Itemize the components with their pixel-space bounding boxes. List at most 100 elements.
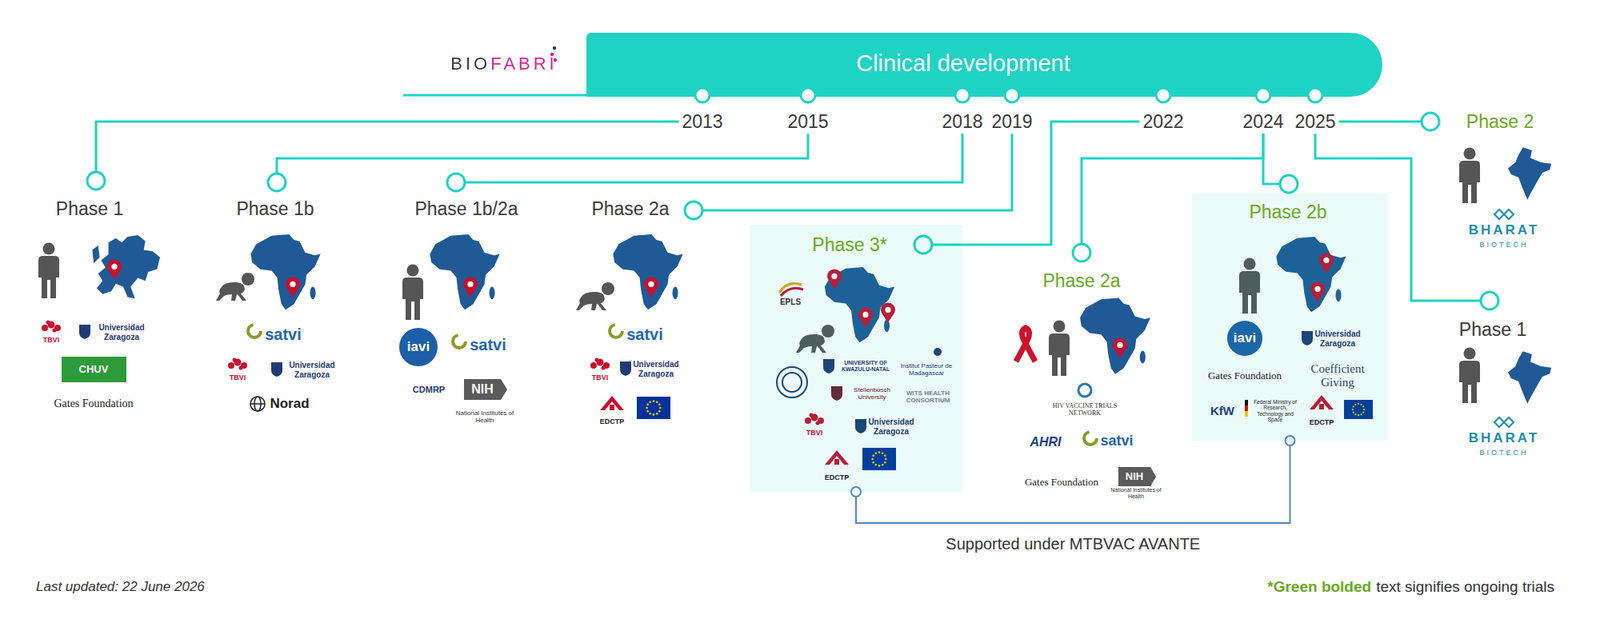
node-heading: Phase 3* xyxy=(812,234,887,256)
node-text: TBVI xyxy=(592,373,609,382)
phase-group: Phase 2BHARATBIOTECH xyxy=(1440,102,1591,256)
person-icon xyxy=(1459,148,1480,204)
node-text: WITS HEALTH CONSORTIUM xyxy=(902,389,954,404)
timeline-ring xyxy=(1256,88,1271,103)
person-icon xyxy=(1048,320,1070,377)
update-note: Last updated: 22 June 2026 xyxy=(36,579,205,596)
node-text: satvi xyxy=(1100,432,1133,450)
tbvi-logo xyxy=(228,358,248,371)
satvi-swoosh xyxy=(1084,432,1097,445)
location-pin xyxy=(644,276,659,297)
node-text: TBVI xyxy=(43,336,60,344)
timeline-ring xyxy=(695,88,710,103)
node-heading: Phase 1b xyxy=(236,198,314,220)
node-text: Universidad Zaragoza xyxy=(631,360,681,379)
timeline-connector xyxy=(96,121,679,191)
year-marker: 2018 xyxy=(938,109,986,134)
map xyxy=(612,234,683,310)
infant-icon xyxy=(216,272,835,353)
node-text: Universidad Zaragoza xyxy=(866,417,916,436)
connector-ring xyxy=(1421,112,1440,131)
year-marker: 2019 xyxy=(988,109,1036,134)
connector-ring xyxy=(1480,292,1499,310)
node-text: AHRI xyxy=(1029,435,1061,450)
location-pin xyxy=(107,252,1334,358)
node-text: NIH xyxy=(471,382,494,397)
node-text: iavi xyxy=(1233,330,1256,347)
bharat-symbol xyxy=(1494,417,1504,428)
phase-group: Phase 1BHARATBIOTECH xyxy=(1444,310,1591,463)
node-text: Federal Ministry of Research, Technology… xyxy=(1253,399,1297,424)
chuv-logo xyxy=(61,356,127,383)
timeline-ring xyxy=(955,88,970,103)
timeline-ring xyxy=(1156,88,1171,103)
connector-ring xyxy=(684,201,703,220)
node-heading: 2018 xyxy=(941,111,983,132)
node-text: KfW xyxy=(1210,404,1235,418)
node-text: BHARAT xyxy=(1468,222,1540,239)
phase-group: Phase 2a HIV VACCINE TRIALS NETWORK AHRI sa… xyxy=(1009,262,1168,504)
footnote-text: text signifies ongoing trials xyxy=(1376,578,1555,597)
node-text: National Institutes of Health xyxy=(1107,487,1165,500)
year-marker: 2013 xyxy=(678,109,726,134)
node-text: EDCTP xyxy=(1309,418,1335,427)
year-marker: 2015 xyxy=(784,109,832,134)
map xyxy=(92,235,160,299)
bharat-symbol xyxy=(1494,209,1504,220)
location-pin xyxy=(1112,337,1128,358)
timeline-ring xyxy=(1308,88,1323,103)
node-text: Coefficient Giving xyxy=(1305,362,1370,391)
node-heading: Phase 1 xyxy=(1459,319,1527,340)
year-marker: 2022 xyxy=(1139,109,1187,134)
node-text: Gates Foundation xyxy=(1208,370,1282,383)
edge-label: Supported under MTBVAC AVANTE xyxy=(945,534,1200,554)
map xyxy=(1080,298,1151,375)
satvi-swoosh xyxy=(452,335,466,348)
phase-group: Phase 2asatviTBVIUniversidad ZaragozaEDC… xyxy=(577,192,684,432)
satvi-swoosh xyxy=(609,324,623,338)
connector-ring xyxy=(87,172,105,190)
tbvi-logo xyxy=(41,320,824,426)
node-heading: Phase 2a xyxy=(1042,270,1120,292)
location-pin xyxy=(107,259,122,280)
footnote-highlight: *Green bolded xyxy=(1267,578,1372,597)
node-heading: 2025 xyxy=(1294,111,1336,132)
bharat-symbol xyxy=(1504,417,1514,428)
nih-logo xyxy=(1118,467,1156,487)
connector-ring xyxy=(1280,175,1298,193)
node-text: Stellenbosch University xyxy=(844,386,900,401)
person-icon xyxy=(38,243,60,300)
bharat-symbol xyxy=(1504,209,1514,220)
brand-dots xyxy=(552,46,556,50)
node-text: TBVI xyxy=(229,373,247,382)
node-heading: 2015 xyxy=(787,111,828,132)
node-text: satvi xyxy=(626,325,664,344)
phase-group: Phase 1TBVIUniversidad ZaragozaCHUVGates… xyxy=(20,190,176,419)
node-heading: Phase 2a xyxy=(591,198,669,220)
node-heading: Phase 1 xyxy=(56,198,124,220)
node-heading: Clinical development xyxy=(856,50,1071,77)
node-text: HIV VACCINE TRIALS NETWORK xyxy=(1044,402,1125,417)
nih-logo xyxy=(464,379,508,400)
node-text: Universidad Zaragoza xyxy=(1312,329,1363,348)
node-text: UNIVERSITY OF KWAZULU-NATAL xyxy=(837,360,894,373)
node-heading: 2019 xyxy=(991,111,1032,132)
hiv-ribbon xyxy=(1016,328,1036,362)
node-text: BIOTECH xyxy=(1479,240,1528,249)
node-text: EDCTP xyxy=(824,473,850,482)
phase-group: Phase 1b/2aiavisatviCDMRPNIHNational Ins… xyxy=(393,192,558,432)
satvi-swoosh xyxy=(248,324,1097,445)
map xyxy=(429,234,500,310)
timeline-ring xyxy=(1004,88,1020,103)
map xyxy=(1508,351,1552,404)
node-text: CDMRP xyxy=(412,384,445,396)
infant-icon xyxy=(576,282,615,311)
node-text: EPLS xyxy=(780,297,801,308)
year-marker: 2025 xyxy=(1291,109,1339,134)
timeline-connector xyxy=(456,133,963,192)
node-heading: Phase 2b xyxy=(1248,201,1327,223)
node-text: Gates Foundation xyxy=(53,397,133,411)
connector-ring xyxy=(268,173,286,192)
timeline-line xyxy=(403,94,596,97)
